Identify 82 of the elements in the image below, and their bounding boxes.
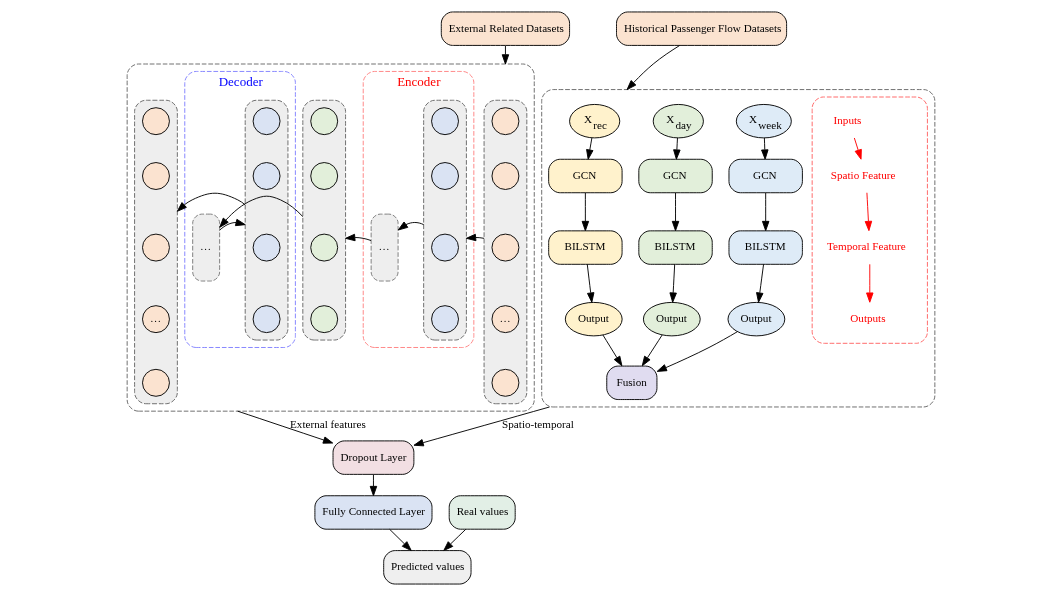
arrow <box>853 137 862 160</box>
node-ellipse: Output <box>727 301 786 337</box>
cluster <box>541 89 936 408</box>
arrow <box>465 233 485 242</box>
node-ellipse: Output <box>642 301 701 337</box>
node-box: … <box>370 213 399 282</box>
arrow <box>219 195 304 228</box>
arrow <box>656 331 738 372</box>
node-circle <box>142 107 170 136</box>
arrow <box>673 137 681 160</box>
node-box: Fully Connected Layer <box>314 495 433 530</box>
node-box: BILSTM <box>638 230 713 265</box>
node-box: BILSTM <box>548 230 623 265</box>
arrow <box>397 221 425 231</box>
arrow <box>669 263 677 303</box>
cluster <box>811 96 928 344</box>
node-circle <box>491 233 520 262</box>
edge-label: Spatio-temporal <box>502 417 574 430</box>
node-circle <box>252 162 281 190</box>
cluster <box>244 99 289 341</box>
node-circle <box>491 107 520 136</box>
cluster <box>423 99 467 341</box>
node-ellipse: Output <box>564 301 623 337</box>
node-circle <box>310 233 339 262</box>
cluster <box>126 63 535 412</box>
node-box: Predicted values <box>383 550 472 585</box>
node-circle <box>310 305 339 334</box>
arrow <box>176 192 246 212</box>
node-box: GCN <box>728 158 803 194</box>
node-circle <box>252 305 281 334</box>
node-text: Inputs <box>833 114 862 127</box>
node-box: GCN <box>548 158 623 194</box>
arrow <box>671 192 680 232</box>
node-box: Real values <box>448 495 516 530</box>
arrow <box>501 45 510 65</box>
node-box: BILSTM <box>728 230 803 265</box>
node-circle <box>491 368 520 397</box>
arrow <box>756 263 765 303</box>
node-circle <box>142 233 170 262</box>
node-circle <box>431 305 459 334</box>
arrow <box>345 233 372 242</box>
node-circle <box>142 368 170 397</box>
cluster <box>134 99 178 405</box>
node-box: Fusion <box>606 365 658 400</box>
node-circle <box>310 107 339 136</box>
arrow <box>586 137 594 160</box>
node-text: Temporal Feature <box>827 240 906 253</box>
node-box: External Related Datasets <box>440 11 571 46</box>
arrow <box>761 137 769 160</box>
node-circle <box>431 233 459 262</box>
arrow <box>219 218 246 231</box>
node-circle <box>491 162 520 190</box>
arrow <box>237 410 334 444</box>
arrow <box>389 528 412 551</box>
arrow <box>866 263 874 303</box>
node-circle <box>142 162 170 190</box>
node-circle: … <box>491 305 520 334</box>
arrow <box>586 263 595 303</box>
node-box: Dropout Layer <box>332 440 415 475</box>
arrow <box>369 474 378 497</box>
node-circle <box>252 233 281 262</box>
node-circle <box>431 107 459 136</box>
node-box: … <box>192 213 221 282</box>
arrow <box>864 192 873 232</box>
arrow <box>413 406 551 447</box>
node-circle <box>431 162 459 190</box>
edge-label: External features <box>290 417 366 430</box>
node-text: Spatio Feature <box>830 168 896 181</box>
arrow <box>626 45 681 91</box>
arrow <box>761 192 770 232</box>
node-text: Outputs <box>850 312 886 325</box>
node-circle <box>310 162 339 190</box>
node-box: GCN <box>638 158 713 194</box>
arrow <box>602 334 623 367</box>
cluster <box>483 99 528 405</box>
node-circle: … <box>142 305 170 334</box>
node-circle <box>252 107 281 136</box>
arrow <box>443 528 467 551</box>
arrow <box>641 334 663 367</box>
cluster <box>302 99 347 341</box>
arrow <box>581 192 590 232</box>
node-box: Historical Passenger Flow Datasets <box>616 11 788 46</box>
